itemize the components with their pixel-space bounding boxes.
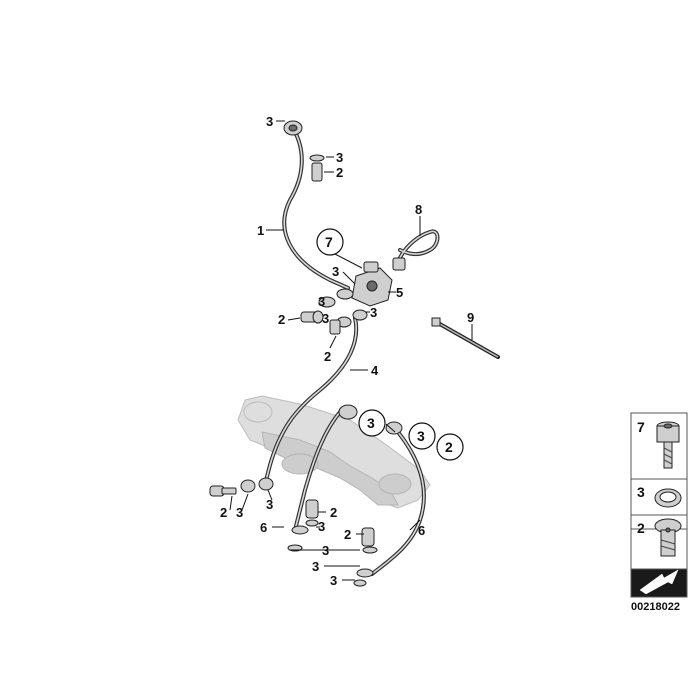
callout-3-low3: 3 bbox=[318, 519, 325, 534]
circled-callouts bbox=[316, 228, 464, 461]
sensor-lead-8 bbox=[392, 229, 440, 271]
brake-hose-6-left bbox=[293, 404, 358, 532]
distributor-block bbox=[351, 261, 393, 307]
callout-3-mid4: 3 bbox=[370, 305, 377, 320]
callout-2-low2: 2 bbox=[330, 505, 337, 520]
callout-3-low2: 3 bbox=[266, 497, 273, 512]
callout-6-right: 6 bbox=[418, 523, 425, 538]
callout-3-low6: 3 bbox=[312, 559, 319, 574]
brake-hose-4 bbox=[262, 316, 359, 490]
callout-3-mid1: 3 bbox=[332, 264, 339, 279]
callout-9: 9 bbox=[467, 310, 474, 325]
callout-1: 1 bbox=[257, 223, 264, 238]
callout-3-mid3: 3 bbox=[322, 311, 329, 326]
callout-2-b: 2 bbox=[336, 165, 343, 180]
callout-2-mid2: 2 bbox=[324, 349, 331, 364]
bolts-and-washers bbox=[209, 154, 378, 587]
callout-3-low5: 3 bbox=[330, 573, 337, 588]
callout-3-low4: 3 bbox=[322, 543, 329, 558]
callout-3-top: 3 bbox=[266, 114, 273, 129]
callout-3-circ2: 3 bbox=[417, 428, 425, 444]
direction-arrow-icon bbox=[630, 568, 688, 598]
callout-4: 4 bbox=[371, 363, 379, 378]
callout-2-low3: 2 bbox=[344, 527, 351, 542]
document-number: 00218022 bbox=[631, 601, 680, 613]
callout-2-mid1: 2 bbox=[278, 312, 285, 327]
leader-lines bbox=[229, 120, 473, 581]
brake-hose-6-right bbox=[370, 421, 426, 576]
callout-5: 5 bbox=[396, 285, 403, 300]
callout-numbers: 3 3 2 1 8 7 3 5 3 3 3 2 2 9 4 3 3 2 2 3 … bbox=[220, 114, 474, 588]
callout-2-circ: 2 bbox=[445, 439, 453, 455]
parts-legend: 7 3 2 00218022 bbox=[630, 412, 688, 613]
allen-bolt-icon bbox=[656, 421, 680, 469]
callout-2-low1: 2 bbox=[220, 505, 227, 520]
fork-bridge bbox=[237, 395, 431, 509]
brake-hose-1 bbox=[282, 120, 350, 290]
washer-icon bbox=[654, 488, 682, 508]
callout-6-left: 6 bbox=[260, 520, 267, 535]
callout-3-circ1: 3 bbox=[367, 415, 375, 431]
legend-row2-num: 3 bbox=[637, 484, 645, 500]
legend-row3-num: 2 bbox=[637, 520, 645, 536]
callout-3-b: 3 bbox=[336, 150, 343, 165]
callout-7: 7 bbox=[325, 234, 333, 250]
callout-8: 8 bbox=[415, 202, 422, 217]
cable-tie bbox=[431, 317, 500, 359]
callout-3-mid2: 3 bbox=[318, 294, 325, 309]
legend-row1-num: 7 bbox=[637, 419, 645, 435]
callout-3-low1: 3 bbox=[236, 505, 243, 520]
banjo-bolt-icon bbox=[654, 518, 682, 557]
